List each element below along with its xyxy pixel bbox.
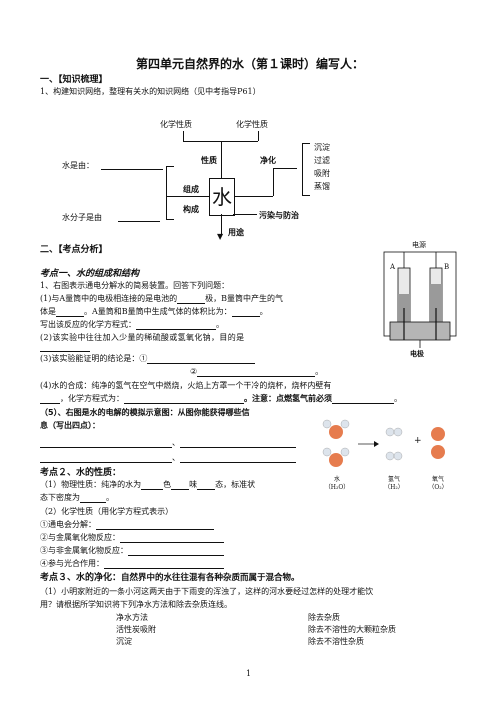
col-header-method: 净水方法 bbox=[116, 613, 148, 622]
method-adsorb: 吸附 bbox=[314, 169, 330, 178]
label-pollution: 污染与防治 bbox=[259, 211, 299, 220]
point2-physical: （1）物理性质：纯净的水为色味态，标准状 bbox=[40, 480, 256, 490]
method-activated-carbon: 活性炭吸附 bbox=[116, 625, 156, 634]
instruction-line: 1、构建知识网络，整理有关水的知识网络（见中考指导P61） bbox=[40, 87, 261, 96]
label-molecule-made-of: 水分子是由 bbox=[62, 213, 102, 222]
method-sedimentation: 沉淀 bbox=[116, 637, 132, 646]
point1-q1-4b: ，化学方程式为：。注意：点燃氢气前必须。 bbox=[40, 393, 402, 404]
point1-q1-4a: (4)水的合成：纯净的氢气在空气中燃烧，火焰上方罩一个干冷的烧杯，烧杯内壁有 bbox=[40, 381, 332, 390]
label-oxygen-mol: 氧气（O₂） bbox=[428, 476, 448, 491]
point1-q1-1-line: (1)与A量筒中的电极相连接的是电池的极，B量筒中产生的气 bbox=[40, 294, 283, 304]
label-chem-prop-left: 化学性质 bbox=[160, 120, 192, 129]
label-tube-b: B bbox=[444, 263, 450, 271]
water-node: 水 bbox=[209, 178, 235, 216]
label-purification: 净化 bbox=[260, 156, 276, 165]
point1-q1: 1、右图表示通电分解水的简易装置。回答下列问题： bbox=[40, 281, 230, 290]
point1-q1-1-line2: 体是。A量筒和B量筒中生成气体的体积比为：。 bbox=[40, 307, 268, 317]
label-usage: 用途 bbox=[228, 228, 244, 237]
arrow-down-icon: ▼ bbox=[217, 232, 224, 241]
point1-q1-5a: （5）、右图是水的电解的模拟示意图：从图你能获得哪些信 bbox=[40, 408, 250, 417]
point1-equation-line: 写出该反应的化学方程式：。 bbox=[40, 320, 224, 330]
label-hydrogen-mol: 氢气（H₂） bbox=[384, 476, 404, 491]
page-title: 第四单元自然界的水（第１课时）编写人： bbox=[135, 57, 364, 71]
answer-line-2: 、 bbox=[40, 452, 296, 463]
point1-q1-3: (3)该实验能证明的结论是：① bbox=[40, 353, 256, 364]
label-structure: 构成 bbox=[183, 205, 199, 214]
point2-chemical: （2）化学性质（用化学方程式表示） bbox=[40, 507, 174, 516]
electrolysis-apparatus: 电源 A B 电极 bbox=[382, 241, 460, 360]
point3-heading: 考点３、水的净化：自然界中的水往往混有各种杂质而属于混合物。 bbox=[40, 573, 300, 583]
impurity-large-particles: 除去不溶性的大颗粒杂质 bbox=[308, 625, 396, 634]
point3-q1b: 用？请根据所学知识将下列净水方法和除去杂质连线。 bbox=[40, 600, 232, 609]
label-chem-prop-right: 化学性质 bbox=[236, 120, 268, 129]
point2-density: 态下密度为。 bbox=[40, 493, 114, 503]
method-sediment: 沉淀 bbox=[314, 143, 330, 152]
section-heading-2: 二、【考点分析】 bbox=[40, 245, 108, 255]
label-water-mol: 水（H₂O） bbox=[324, 476, 350, 491]
label-composition: 组成 bbox=[183, 185, 199, 194]
method-filter: 过滤 bbox=[314, 156, 330, 165]
point2-c3: ③与非金属氧化物反应： bbox=[40, 545, 224, 556]
electrolysis-molecule-diagram: + 水（H₂O） 氢气（H₂） 氧气（O₂） bbox=[318, 418, 462, 500]
page-number: 1 bbox=[246, 669, 252, 678]
label-water-made-of: 水是由： bbox=[62, 161, 94, 170]
point2-c4: ④参与光合作用： bbox=[40, 558, 224, 569]
col-header-impurity: 除去杂质 bbox=[308, 613, 340, 622]
point2-c2: ②与金属氧化物反应： bbox=[40, 532, 224, 543]
point1-q1-5b: 息（写出四点）： bbox=[40, 421, 100, 430]
point2-c1: ①通电会分解： bbox=[40, 519, 214, 530]
point3-q1: （1）小明家附近的一条小河这两天由于下雨变的浑浊了，这样的河水要经过怎样的处理才… bbox=[40, 587, 374, 596]
point1-q1-2: (2)该实验中往往加入少量的稀硫酸或氢氧化钠，目的是 bbox=[40, 333, 245, 342]
section-heading-1: 一、【知识梳理】 bbox=[40, 75, 108, 85]
label-electrode: 电极 bbox=[410, 350, 424, 358]
label-property: 性质 bbox=[201, 156, 217, 165]
answer-line-1: 、 bbox=[40, 437, 296, 448]
plus-sign: + bbox=[414, 436, 422, 446]
impurity-insoluble: 除去不溶性杂质 bbox=[308, 637, 364, 646]
point2-heading: 考点２、水的性质： bbox=[40, 468, 122, 478]
point1-heading: 考点一、水的组成和结构 bbox=[40, 269, 140, 279]
point1-q1-3b: ②。 bbox=[190, 367, 324, 377]
label-power: 电源 bbox=[412, 241, 426, 249]
method-distill: 蒸馏 bbox=[314, 182, 330, 191]
label-tube-a: A bbox=[390, 263, 396, 271]
